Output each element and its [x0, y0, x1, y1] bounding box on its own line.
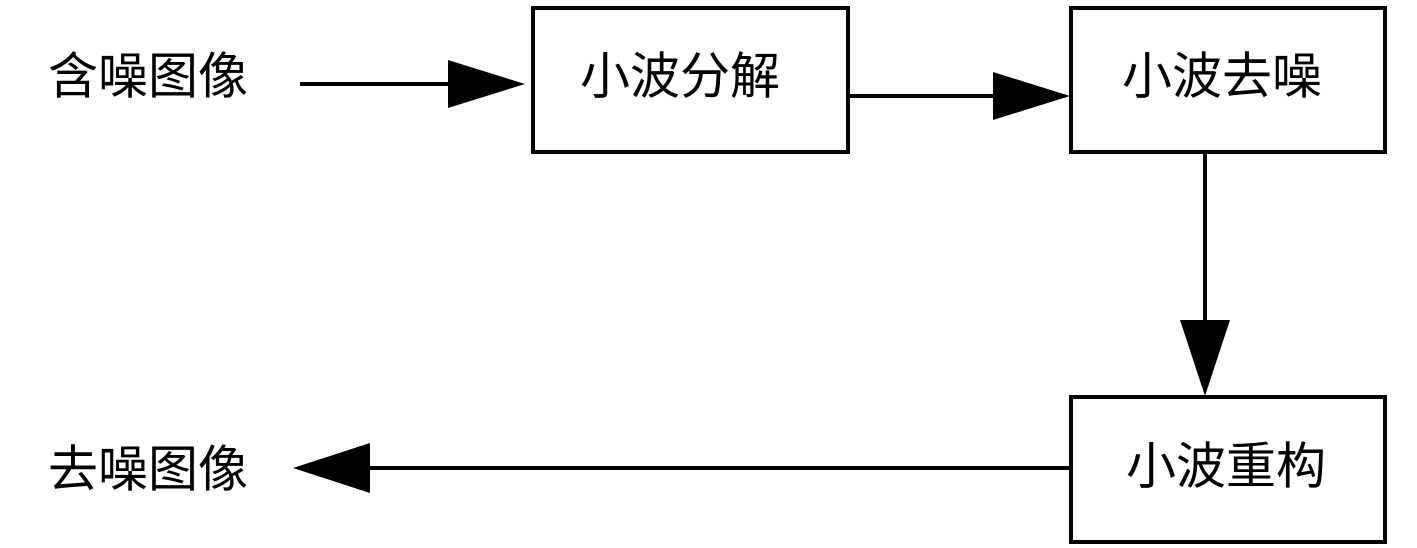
step-box-decomposition: 小波分解 — [531, 6, 850, 154]
arrow-denoising-to-reconstruction — [1180, 152, 1230, 396]
arrow-decomposition-to-denoising — [848, 72, 1070, 120]
step-label-decomposition: 小波分解 — [580, 48, 780, 106]
step-box-reconstruction: 小波重构 — [1069, 395, 1387, 544]
arrow-input-to-decomposition — [300, 60, 525, 108]
step-label-reconstruction: 小波重构 — [1126, 438, 1326, 496]
step-box-denoising: 小波去噪 — [1069, 6, 1387, 154]
step-label-denoising: 小波去噪 — [1122, 48, 1322, 106]
arrow-reconstruction-to-output — [293, 443, 1071, 493]
input-label: 含噪图像 — [48, 48, 248, 106]
output-label: 去噪图像 — [48, 441, 248, 499]
